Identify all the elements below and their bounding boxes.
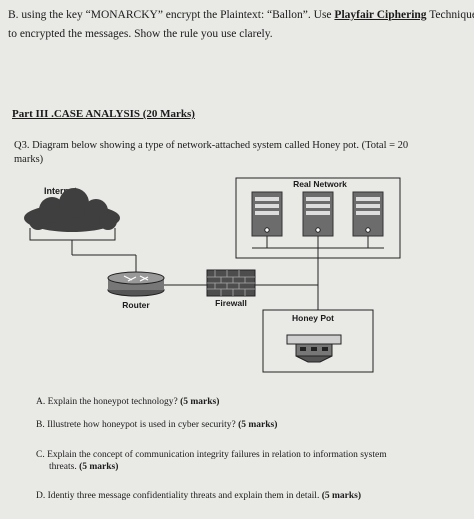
server-bus <box>252 236 384 285</box>
question-a: A. Explain the honeypot technology? (5 m… <box>36 396 219 408</box>
part-b-line-2: to encrypted the messages. Show the rule… <box>8 28 273 40</box>
part-b-text-a: B. using the key “MONARCKY” encrypt the … <box>8 9 335 21</box>
part-iii-heading: Part III .CASE ANALYSIS (20 Marks) <box>12 108 195 120</box>
router-icon <box>107 271 165 297</box>
internet-links <box>29 228 137 273</box>
honey-pot-label: Honey Pot <box>292 313 334 323</box>
firewall-links <box>255 284 319 310</box>
question-d: D. Identiy three message confidentiality… <box>36 490 361 502</box>
server-3-icon <box>352 191 384 237</box>
question-d-text: D. Identiy three message confidentiality… <box>36 491 322 501</box>
question-a-text: A. Explain the honeypot technology? <box>36 397 181 407</box>
q3-line-1: Q3. Diagram below showing a type of netw… <box>14 140 409 151</box>
question-a-marks: (5 marks) <box>180 397 220 407</box>
part-b-line-1: B. using the key “MONARCKY” encrypt the … <box>8 9 474 21</box>
honey-pot-box <box>262 309 374 373</box>
playfair-ciphering-label: Playfair Ciphering <box>334 9 427 21</box>
question-b-text: B. Illustrete how honeypot is used in cy… <box>36 420 239 430</box>
question-d-marks: (5 marks) <box>321 491 362 501</box>
honeypot-device-icon <box>286 334 342 363</box>
part-b-text-c: Technique <box>426 9 474 21</box>
question-b-marks: (5 marks) <box>238 420 278 430</box>
question-c-line-1: C. Explain the concept of communication … <box>36 450 387 460</box>
router-label: Router <box>122 300 150 310</box>
question-c-line-2-text: threats. <box>49 462 80 472</box>
internet-label: Internet <box>44 186 77 196</box>
question-c: C. Explain the concept of communication … <box>36 449 387 473</box>
q3-line-2: marks) <box>14 154 44 165</box>
question-c-line-2: threats. (5 marks) <box>36 461 387 473</box>
question-b: B. Illustrete how honeypot is used in cy… <box>36 419 277 431</box>
real-network-label: Real Network <box>293 179 347 189</box>
cloud-icon <box>24 188 120 232</box>
server-1-icon <box>251 191 283 237</box>
firewall-label: Firewall <box>215 298 247 308</box>
firewall-icon <box>206 269 256 297</box>
question-c-marks: (5 marks) <box>79 462 119 472</box>
server-2-icon <box>302 191 334 237</box>
